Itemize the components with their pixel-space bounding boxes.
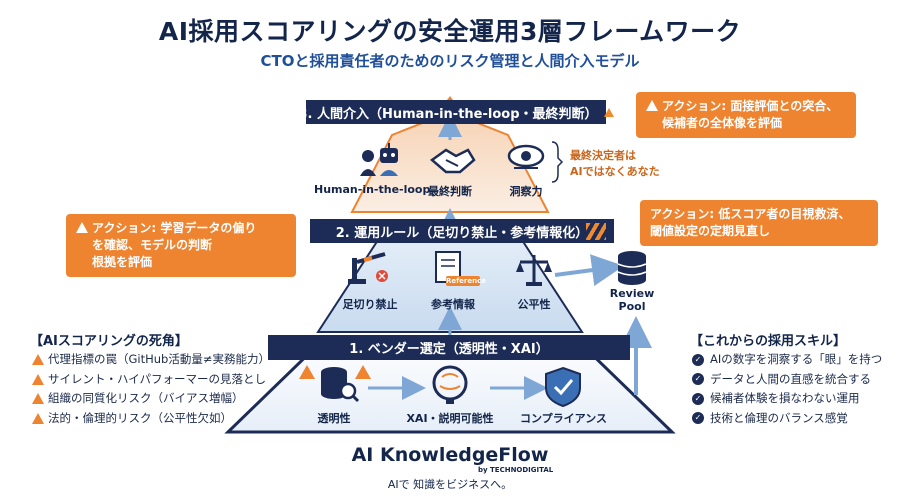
label-reference-info: 参考情報 <box>431 298 475 311</box>
tier-top-band-label: 3. 人間介入（Human-in-the-loop・最終判断） <box>298 106 598 122</box>
warning-icon <box>299 365 371 379</box>
bubble-line-2: AIではなくあなた <box>570 165 660 178</box>
warning-icon <box>32 393 44 405</box>
review-pool-label: Review Pool <box>604 287 660 313</box>
tier-top-band: 3. 人間介入（Human-in-the-loop・最終判断） <box>298 100 614 124</box>
skills-list: ✓ AIの数字を洞察する「眼」を持つ ✓ データと人間の直感を統合する ✓ 候補者体験… <box>692 350 882 428</box>
page-subtitle: CTOと採用責任者のためのリスク管理と人間介入モデル <box>260 52 640 70</box>
review-label-line-2: Pool <box>618 300 646 313</box>
database-search-icon <box>321 367 360 403</box>
bubble-line-1: 最終決定者は <box>570 149 636 162</box>
check-icon: ✓ <box>692 373 704 386</box>
callout-middle-left-text-1: アクション: 学習データの偏り <box>92 221 257 235</box>
warning-icon <box>32 412 44 424</box>
label-xai: XAI・説明可能性 <box>406 412 494 425</box>
handshake-icon <box>429 148 476 174</box>
arrow-up-icon <box>603 107 614 117</box>
skills-title: 【これからの採用スキル】 <box>690 334 847 349</box>
stripe-decoration <box>586 223 606 240</box>
label-human-in-the-loop: Human-in-the-loop <box>314 183 431 196</box>
warning-icon <box>76 222 88 233</box>
callout-middle-left-line-2: を確認、モデルの判断 <box>92 238 213 252</box>
list-item: ✓ データと人間の直感を統合する <box>692 370 882 390</box>
brand-logo: AI KnowledgeFlow <box>351 444 549 466</box>
label-compliance: コンプライアンス <box>520 412 608 425</box>
callout-top-right-text-1: アクション: 面接評価との突合、 <box>662 99 839 113</box>
list-item-text: 技術と倫理のバランス感覚 <box>710 410 848 425</box>
callout-top-right: アクション: 面接評価との突合、 候補者の全体像を評価 <box>636 92 856 138</box>
warning-icon <box>32 373 44 385</box>
shield-check-icon <box>545 366 581 408</box>
list-item: ✓ 候補者体験を損なわない運用 <box>692 389 882 409</box>
callout-middle-right-line-1: アクション: 低スコア者の目視救済、 <box>650 207 851 221</box>
callout-middle-left-line-1: アクション: 学習データの偏り <box>76 220 286 237</box>
blind-spots-list: 代理指標の罠（GitHub活動量≠実務能力） サイレント・ハイパフォーマーの見落… <box>32 350 270 428</box>
reference-tag: Reference <box>446 277 487 285</box>
list-item-text: データと人間の直感を統合する <box>710 371 871 386</box>
list-item: ✓ 技術と倫理のバランス感覚 <box>692 409 882 429</box>
review-label-line-1: Review <box>609 287 655 300</box>
callout-middle-left-line-3: 根拠を評価 <box>92 255 153 269</box>
review-pool-database-icon <box>617 251 647 285</box>
eye-icon <box>507 144 545 169</box>
scales-icon <box>516 255 552 286</box>
label-transparency: 透明性 <box>317 412 351 425</box>
callout-middle-right: アクション: 低スコア者の目視救済、 閾値設定の定期見直し <box>640 200 878 246</box>
list-item-text: AIの数字を洞察する「眼」を持つ <box>710 352 883 366</box>
brand-byline: by TECHNODIGITAL <box>478 466 554 474</box>
callout-top-right-line-2: 候補者の全体像を評価 <box>662 116 783 130</box>
tier-bottom-band-label: 1. ベンダー選定（透明性・XAI） <box>349 342 549 357</box>
check-icon: ✓ <box>692 353 704 366</box>
blind-spots-title: 【AIスコアリングの死角】 <box>30 334 188 349</box>
check-icon: ✓ <box>692 392 704 405</box>
brand-tagline: AIで 知識をビジネスへ。 <box>387 478 513 491</box>
check-icon: ✓ <box>692 412 704 425</box>
tier-middle-band: 2. 運用ルール（足切り禁止・参考情報化） <box>310 219 614 243</box>
list-item-text: 組織の同質化リスク（バイアス増幅） <box>48 391 244 405</box>
list-item: 組織の同質化リスク（バイアス増幅） <box>32 389 270 409</box>
warning-icon <box>646 100 658 111</box>
list-item: 法的・倫理的リスク（公平性欠如） <box>32 409 270 429</box>
label-fairness: 公平性 <box>517 298 551 311</box>
list-item-text: 代理指標の罠（GitHub活動量≠実務能力） <box>48 352 270 366</box>
label-no-cutoff: 足切り禁止 <box>342 298 398 311</box>
label-insight: 洞察力 <box>509 185 543 198</box>
tier-middle-band-label: 2. 運用ルール（足切り禁止・参考情報化） <box>335 225 589 241</box>
list-item: サイレント・ハイパフォーマーの見落とし <box>32 370 270 390</box>
list-item-text: サイレント・ハイパフォーマーの見落とし <box>48 371 267 386</box>
callout-middle-left: アクション: 学習データの偏り を確認、モデルの判断 根拠を評価 <box>66 214 296 277</box>
barrier-gate-icon <box>348 252 388 284</box>
warning-icon <box>32 354 44 366</box>
list-item-text: 候補者体験を損なわない運用 <box>710 391 860 405</box>
label-final-judgement: 最終判断 <box>428 185 472 198</box>
page-title: AI採用スコアリングの安全運用3層フレームワーク <box>158 17 742 46</box>
callout-top-right-line-1: アクション: 面接評価との突合、 <box>646 98 846 115</box>
brain-icon <box>432 365 468 404</box>
callout-middle-right-line-2: 閾値設定の定期見直し <box>650 224 771 238</box>
tier-bottom-band: 1. ベンダー選定（透明性・XAI） <box>268 335 630 360</box>
list-item: ✓ AIの数字を洞察する「眼」を持つ <box>692 350 882 370</box>
robot-human-icon <box>360 143 398 176</box>
list-item-text: 法的・倫理的リスク（公平性欠如） <box>48 410 232 425</box>
final-decision-bubble: 最終決定者は AIではなくあなた <box>562 148 660 180</box>
document-icon <box>435 251 480 286</box>
list-item: 代理指標の罠（GitHub活動量≠実務能力） <box>32 350 270 370</box>
